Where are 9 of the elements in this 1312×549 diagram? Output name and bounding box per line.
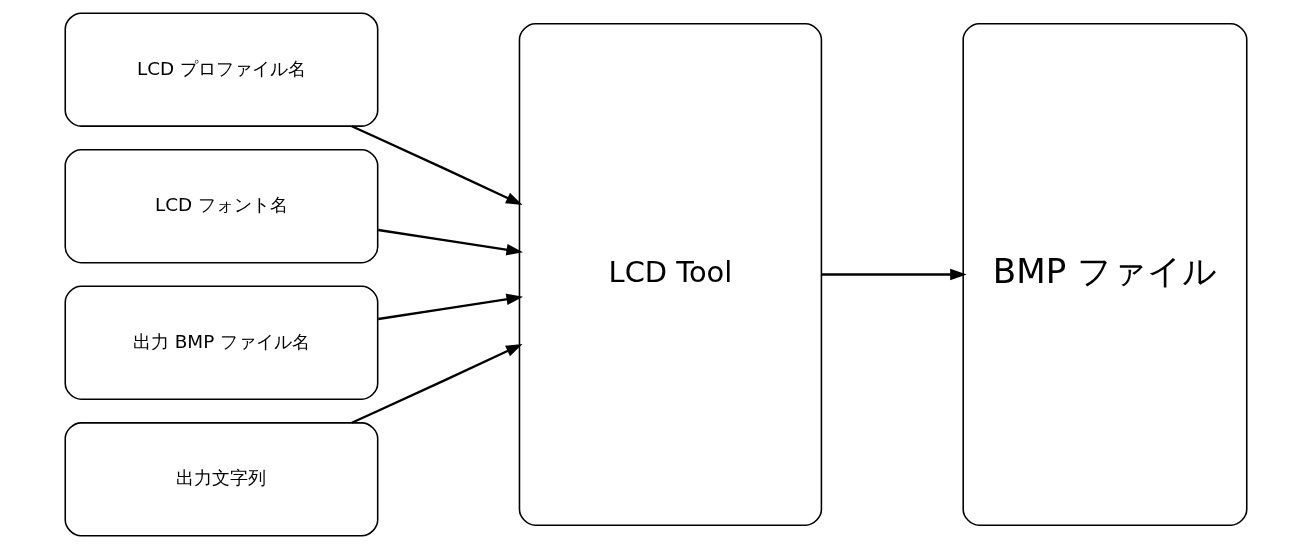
node-box: LCD フォント名 — [64, 149, 379, 264]
arrow — [821, 268, 967, 281]
node-box: LCD プロファイル名 — [64, 12, 379, 127]
node-box: 出力文字列 — [64, 422, 379, 537]
node-box: LCD Tool — [518, 22, 823, 527]
node-box: 出力 BMP ファイル名 — [64, 285, 379, 400]
arrow — [378, 293, 523, 321]
node-box: BMP ファイル — [962, 22, 1248, 527]
arrow — [378, 228, 523, 256]
